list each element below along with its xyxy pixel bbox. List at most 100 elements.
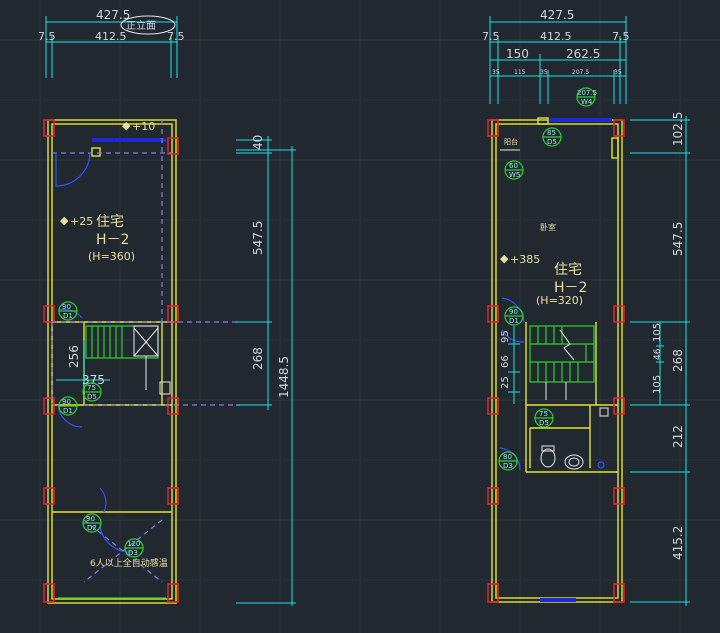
right-room-label-small: 卧室 bbox=[540, 222, 556, 232]
left-tag-3: 90 D1 bbox=[58, 396, 78, 416]
right-tag-3: 60 W5 bbox=[504, 160, 524, 180]
right-top-detail bbox=[537, 117, 549, 125]
left-room-height: (H=360) bbox=[88, 250, 135, 263]
right-rdim-upper: 547.5 bbox=[671, 222, 685, 256]
right-floor-drain bbox=[597, 461, 605, 469]
svg-text:D5: D5 bbox=[547, 138, 557, 146]
right-tiny-dim-4: 207.5 bbox=[572, 69, 589, 76]
svg-text:D1: D1 bbox=[63, 407, 73, 415]
right-tag-6: 80 D3 bbox=[498, 451, 518, 471]
right-side-detail bbox=[611, 137, 619, 159]
right-stair-dim-1: 95 bbox=[500, 330, 511, 343]
right-note-top: 阳台 bbox=[504, 137, 518, 146]
left-tag-5: 120 D3 bbox=[124, 538, 144, 558]
right-dim-sub1: 150 bbox=[506, 47, 529, 61]
right-dim-total: 427.5 bbox=[540, 8, 574, 22]
right-room-name: 住宅 bbox=[554, 262, 582, 278]
right-top-dimensions bbox=[489, 16, 627, 104]
right-level: +385 bbox=[510, 253, 540, 266]
elevation-tag: 正立面 bbox=[126, 19, 156, 32]
svg-text:D3: D3 bbox=[503, 462, 513, 470]
right-room-height: (H=320) bbox=[536, 294, 583, 307]
svg-text:75: 75 bbox=[539, 410, 548, 418]
left-level-room-mark: ◆ bbox=[60, 214, 69, 227]
svg-text:207.5: 207.5 bbox=[577, 89, 597, 97]
left-stair-dims bbox=[56, 340, 110, 392]
right-dim-left: 7.5 bbox=[482, 30, 500, 43]
svg-text:60: 60 bbox=[509, 162, 518, 170]
right-tag-4: 90 D1 bbox=[504, 306, 524, 326]
left-bottom-note: 6人以上全自动感温 bbox=[90, 557, 168, 569]
right-tiny-dim-5: 35 bbox=[614, 69, 622, 76]
left-room-code: H－2 bbox=[96, 232, 129, 248]
left-top-dimensions bbox=[45, 16, 178, 78]
svg-text:90: 90 bbox=[86, 515, 95, 523]
svg-text:90: 90 bbox=[62, 303, 71, 311]
left-rdim-top: 40 bbox=[251, 135, 265, 150]
right-rdim-lower: 212 bbox=[671, 425, 685, 448]
right-dim-right: 7.5 bbox=[612, 30, 630, 43]
right-rdim-stair-a: 105 bbox=[652, 323, 663, 342]
left-rdim-total: 1448.5 bbox=[277, 356, 291, 398]
left-dim-total: 427.5 bbox=[96, 8, 130, 22]
right-floor-plan: 427.5 7.5 412.5 7.5 150 262.5 35 115 35 … bbox=[482, 8, 690, 606]
right-rdim-bottom: 415.2 bbox=[671, 526, 685, 560]
left-right-dimensions bbox=[236, 136, 296, 606]
svg-text:85: 85 bbox=[547, 129, 556, 137]
right-dim-mid: 412.5 bbox=[540, 30, 572, 43]
right-stair-dim-3: 25 bbox=[500, 376, 511, 389]
left-dim-left: 7.5 bbox=[38, 30, 56, 43]
left-dim-mid: 412.5 bbox=[95, 30, 127, 43]
right-tag-1: 207.5 W4 bbox=[576, 87, 597, 107]
left-stair bbox=[85, 325, 159, 359]
elevation-tag-bubble bbox=[120, 15, 176, 35]
left-level-top-mark: ◆ bbox=[122, 119, 131, 132]
left-room-name: 住宅 bbox=[96, 214, 124, 230]
right-dim-sub2: 262.5 bbox=[566, 47, 600, 61]
left-tag-4: 90 D2 bbox=[82, 513, 102, 533]
right-room-code: H－2 bbox=[554, 280, 587, 296]
svg-text:W5: W5 bbox=[509, 171, 520, 179]
right-stair bbox=[529, 325, 595, 383]
svg-text:80: 80 bbox=[503, 453, 512, 461]
right-stair-dim-2: 66 bbox=[500, 355, 511, 368]
left-small-box bbox=[91, 147, 101, 157]
svg-text:D5: D5 bbox=[539, 419, 549, 427]
left-level-top: +10 bbox=[132, 120, 155, 133]
left-tag-2: 75 D5 bbox=[82, 382, 102, 402]
right-level-mark: ◆ bbox=[500, 252, 509, 265]
right-tag-5: 75 D5 bbox=[534, 408, 554, 428]
right-rdim-top: 102.5 bbox=[671, 112, 685, 146]
left-floor-plan: 427.5 正立面 7.5 412.5 7.5 bbox=[38, 8, 296, 606]
left-stair-vertical: 256 bbox=[67, 345, 81, 368]
left-dim-right: 7.5 bbox=[167, 30, 185, 43]
svg-text:120: 120 bbox=[127, 540, 140, 548]
svg-text:D1: D1 bbox=[63, 312, 73, 320]
left-rdim-middle: 268 bbox=[251, 347, 265, 370]
svg-text:90: 90 bbox=[509, 308, 518, 316]
left-level-room: +25 bbox=[70, 215, 93, 228]
right-walls bbox=[491, 119, 623, 603]
right-rdim-stair-c: 105 bbox=[652, 375, 663, 394]
right-toilet bbox=[540, 445, 556, 468]
svg-text:D3: D3 bbox=[128, 549, 138, 557]
svg-text:D5: D5 bbox=[87, 393, 97, 401]
right-right-dimensions bbox=[630, 116, 690, 606]
right-drain bbox=[599, 407, 609, 417]
right-rdim-stair-b: 46 bbox=[653, 348, 663, 360]
right-columns bbox=[487, 119, 625, 603]
right-rdim-middle: 268 bbox=[671, 349, 685, 372]
svg-text:D1: D1 bbox=[509, 317, 519, 325]
right-stair-left-dims bbox=[508, 326, 520, 404]
right-stair-arrows bbox=[545, 329, 575, 400]
svg-text:W4: W4 bbox=[581, 98, 593, 106]
left-tag-1: 90 D1 bbox=[58, 301, 78, 321]
svg-text:90: 90 bbox=[62, 398, 71, 406]
right-basin bbox=[564, 454, 584, 470]
right-tiny-dim-1: 35 bbox=[492, 69, 500, 76]
left-columns bbox=[43, 119, 179, 603]
left-rdim-upper: 547.5 bbox=[251, 221, 265, 255]
svg-text:75: 75 bbox=[87, 384, 96, 392]
